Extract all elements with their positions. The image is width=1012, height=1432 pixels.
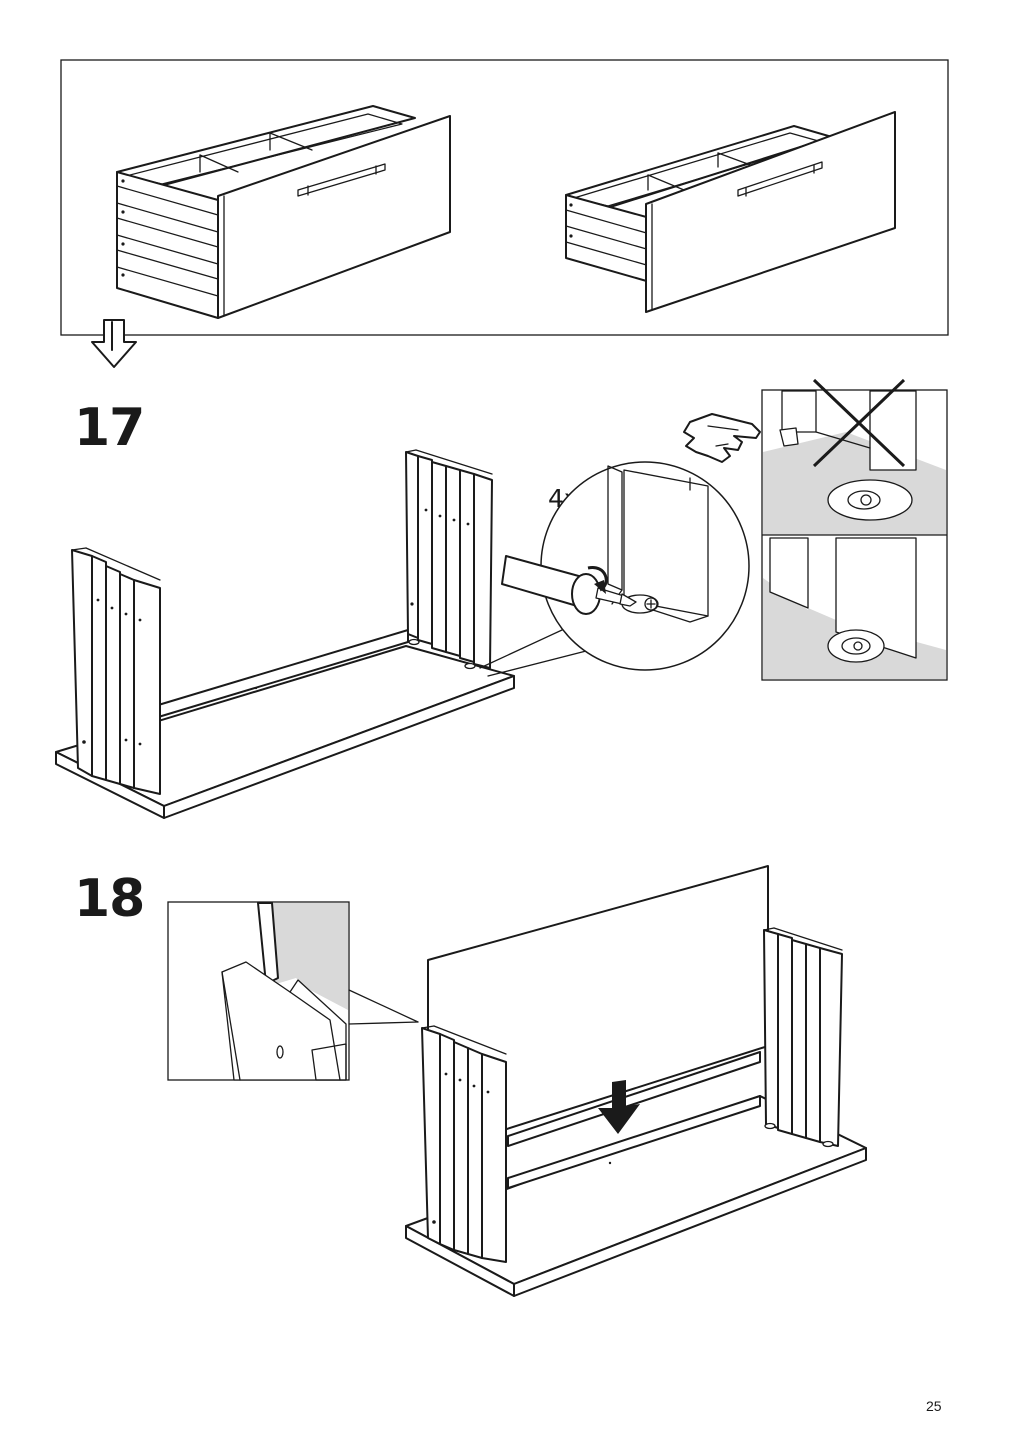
continue-arrow-icon — [91, 319, 137, 368]
step-17-illustration — [55, 378, 948, 819]
deep-drawer — [116, 105, 451, 319]
right-side-panel — [405, 449, 493, 670]
step-18-illustration — [167, 865, 867, 1297]
back-panel-detail-box — [167, 901, 350, 1081]
screw-detail-magnifier — [501, 461, 750, 671]
wrong-cross-icon — [812, 378, 906, 468]
shallow-drawer — [565, 111, 896, 313]
step-17-number: 17 — [74, 398, 145, 458]
leveling-foot-info-panel — [761, 378, 948, 681]
drawers-reference-panel — [60, 59, 949, 336]
step-18-number: 18 — [74, 869, 145, 929]
rotate-arrow-icon — [587, 566, 608, 594]
pointing-hand-icon — [683, 413, 761, 463]
left-side-panel — [71, 547, 161, 795]
left-side-panel — [421, 1025, 507, 1263]
push-down-arrow-icon — [598, 1080, 640, 1134]
right-side-panel — [763, 927, 843, 1148]
page-number: 25 — [926, 1398, 942, 1414]
